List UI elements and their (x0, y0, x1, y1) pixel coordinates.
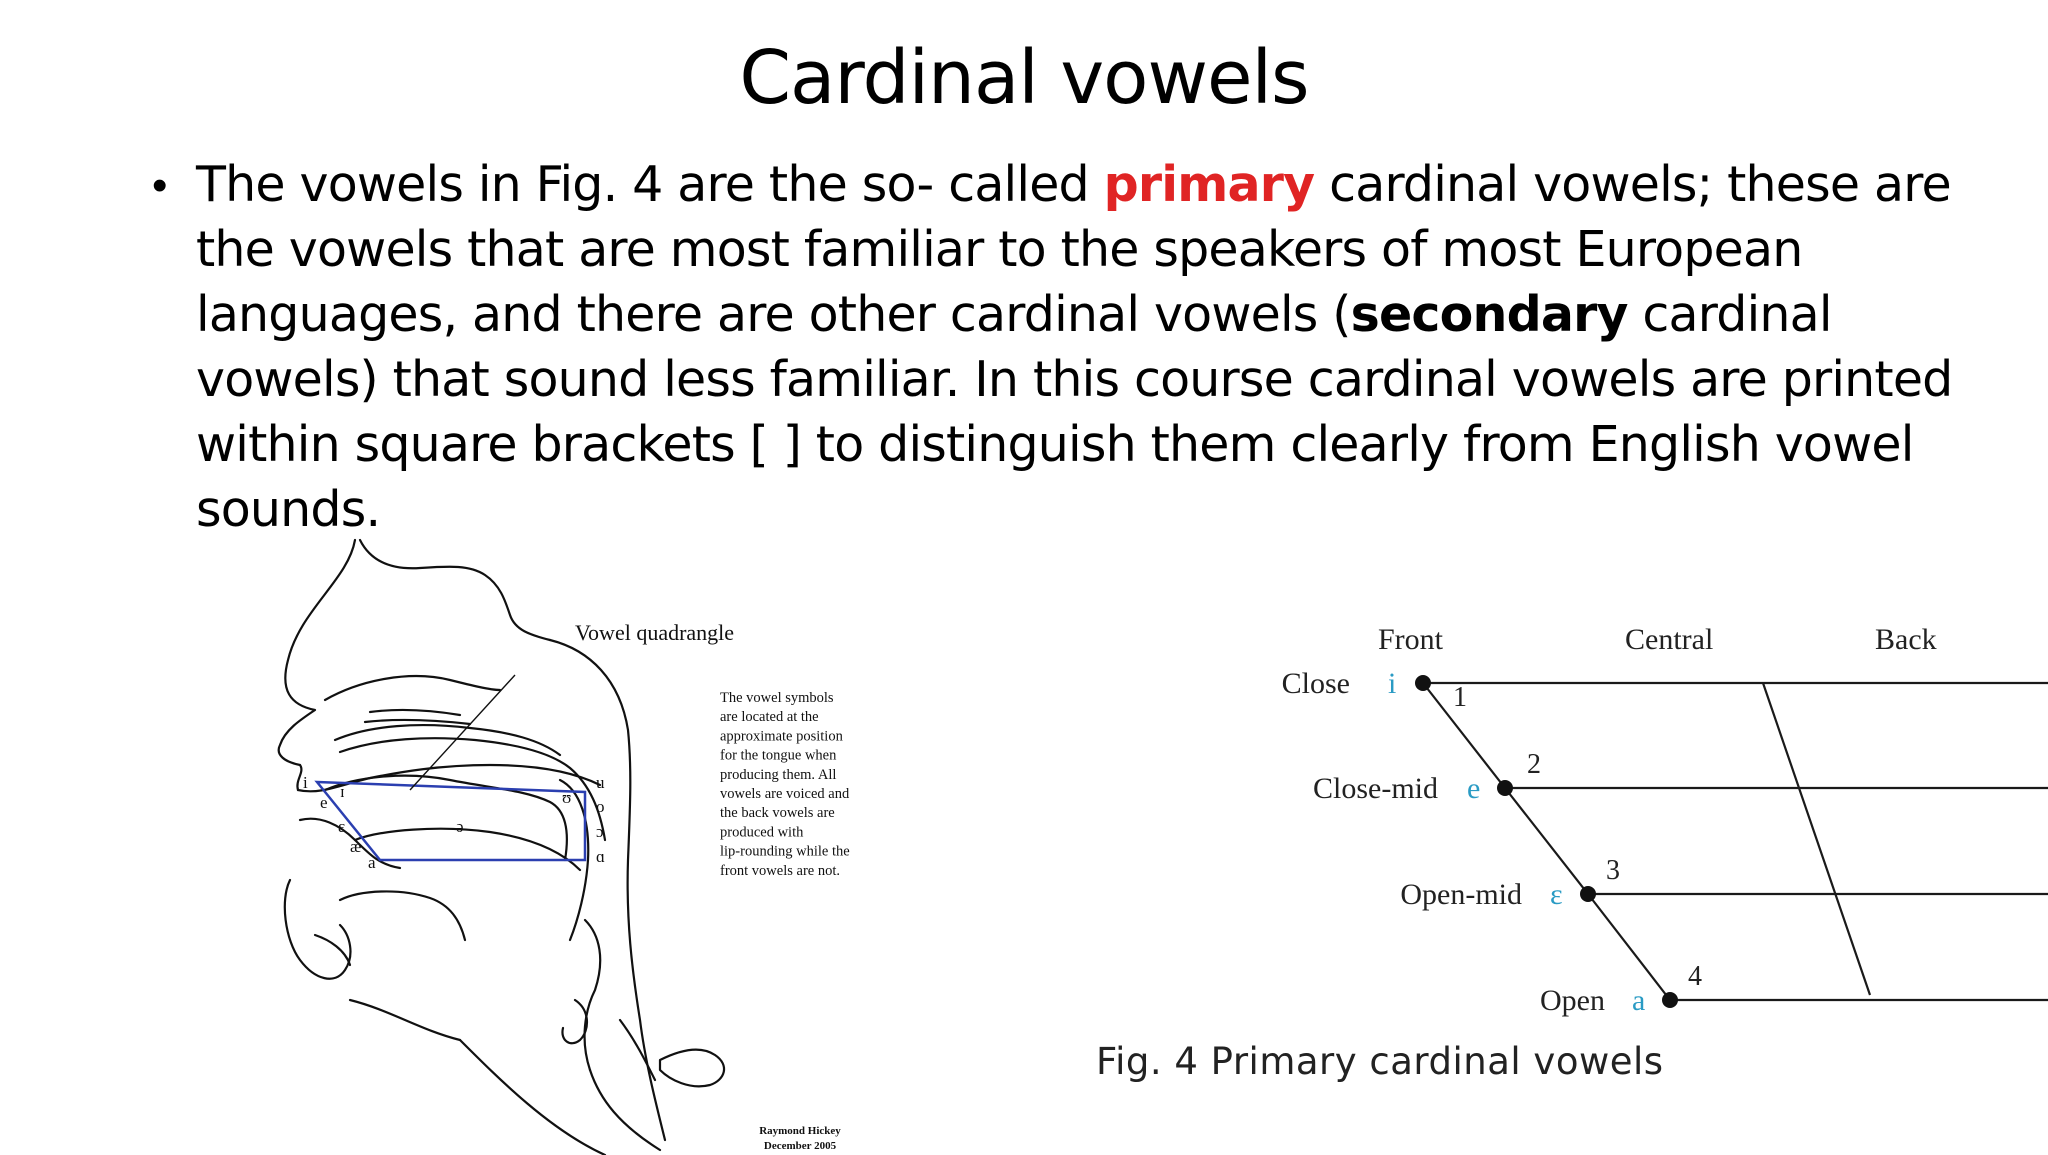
bullet-text-part2: cardinal vowels; these are the vowels th… (196, 156, 1952, 343)
column-labels: Front Central Back (1378, 623, 1937, 656)
slide-title: Cardinal vowels (739, 35, 1309, 121)
symbol-open-o: ɔ (596, 822, 604, 841)
symbol-i: i (303, 773, 308, 792)
note-line: approximate position (720, 728, 844, 744)
note-line: vowels are voiced and (720, 786, 850, 802)
row-label-close-mid: Close-mid (1313, 772, 1438, 805)
quadrangle-pointer-line (409, 674, 516, 791)
symbol-near-front: ɪ (340, 782, 345, 801)
bullet-text: The vowels in Fig. 4 are the so- called … (196, 152, 1960, 542)
front-vowel-number: 4 (1688, 961, 1702, 992)
vowel-quadrangle-label: Vowel quadrangle (575, 620, 734, 645)
central-line (1761, 682, 1872, 996)
vocal-tract-diagram: Vowel quadrangle i e ɛ æ a ɪ ə ʊ u o ɔ ɑ… (277, 538, 850, 1155)
note-line: the back vowels are (720, 805, 835, 821)
credit-line: Raymond Hickey (759, 1125, 841, 1137)
symbol-ash: æ (350, 837, 361, 856)
row-label-open: Open (1540, 984, 1605, 1017)
note-line: lip-rounding while the (720, 844, 850, 860)
front-vowel-number: 2 (1527, 749, 1541, 780)
column-label-back: Back (1875, 623, 1937, 656)
emphasis-secondary: secondary (1350, 286, 1629, 343)
note-line: for the tongue when (720, 748, 837, 764)
symbol-epsilon: ɛ (338, 817, 345, 836)
note-line: front vowels are not. (720, 863, 840, 879)
cardinal-vowel-chart: Front Central Back Close Close-mid Open-… (1282, 623, 2048, 1017)
note-line: are located at the (720, 709, 819, 725)
note-line: producing them. All (720, 767, 836, 783)
note-line: produced with (720, 824, 804, 840)
front-vowel-dot (1662, 992, 1678, 1008)
vowel-points: i1e2ɛ3a4u8o7ɔ6ɑ5 (1388, 667, 1702, 1017)
front-vowel-symbol: i (1388, 667, 1396, 700)
chart-lines (1422, 681, 2048, 1001)
front-vowel-dot (1497, 780, 1513, 796)
bullet-icon: • (152, 161, 168, 210)
symbol-script-a: ɑ (596, 847, 605, 866)
front-vowel-symbol: a (1632, 984, 1645, 1017)
row-labels: Close Close-mid Open-mid Open (1282, 667, 1605, 1017)
front-vowel-number: 1 (1453, 682, 1467, 713)
column-label-front: Front (1378, 623, 1444, 656)
symbol-a: a (368, 853, 376, 872)
head-outline (277, 538, 726, 1155)
front-vowel-dot (1580, 886, 1596, 902)
bullet-paragraph: • The vowels in Fig. 4 are the so- calle… (152, 152, 1960, 542)
emphasis-primary: primary (1103, 156, 1315, 213)
bullet-text-part1: The vowels in Fig. 4 are the so- called (196, 156, 1104, 213)
column-label-central: Central (1625, 623, 1713, 656)
note-line: The vowel symbols (720, 690, 834, 706)
quadrangle-symbols: i e ɛ æ a ɪ ə ʊ u o ɔ ɑ (303, 773, 605, 872)
credit-line: December 2005 (764, 1140, 837, 1152)
front-vowel-number: 3 (1606, 855, 1620, 886)
front-vowel-dot (1415, 675, 1431, 691)
front-vowel-symbol: ɛ (1550, 878, 1563, 911)
vowel-quadrangle (314, 780, 587, 862)
vowel-note: The vowel symbols are located at the appro… (720, 690, 850, 879)
chart-lines-2 (1505, 682, 2048, 1002)
front-edge-line (1422, 682, 1671, 1001)
front-vowel-symbol: e (1467, 772, 1480, 805)
symbol-e: e (320, 793, 328, 812)
row-label-open-mid: Open-mid (1400, 878, 1522, 911)
symbol-schwa: ə (456, 817, 464, 836)
bullet-text-part3: cardinal vowels) that sound less familia… (196, 286, 1953, 538)
row-label-close: Close (1282, 667, 1350, 700)
symbol-u: u (596, 773, 605, 792)
figure-caption: Fig. 4 Primary cardinal vowels (1096, 1040, 1664, 1083)
symbol-o: o (596, 797, 605, 816)
symbol-near-back: ʊ (562, 788, 571, 807)
